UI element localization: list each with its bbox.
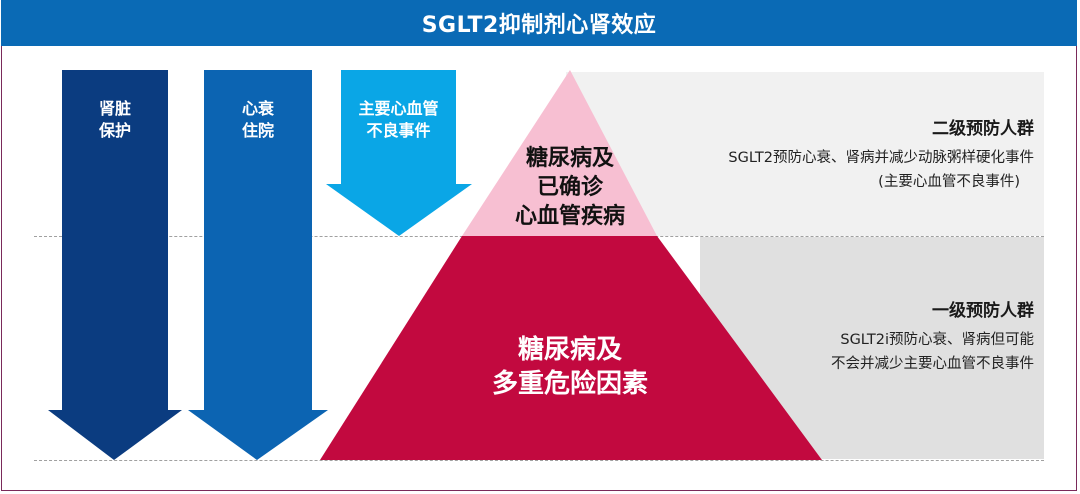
pyramid-top-label: 糖尿病及 已确诊 心血管疾病 [514,146,625,229]
pyramid-bottom-label: 糖尿病及 多重危险因素 [491,335,648,399]
arrow-heart-failure [188,70,328,460]
page-title: SGLT2抑制剂心肾效应 [421,13,657,38]
arrow-mace [326,70,472,236]
primary-prevention-desc: SGLT2i预防心衰、肾病但可能 不会并减少主要心血管不良事件 [831,332,1034,372]
secondary-prevention-desc: SGLT2预防心衰、肾病并减少动脉粥样硬化事件 (主要心血管不良事件) [728,150,1034,190]
divider-line-bottom [34,460,1044,461]
pyramid-top [462,70,657,236]
arrow-label-mace: 主要心血管 不良事件 [358,99,439,140]
secondary-prevention-panel [566,72,1044,236]
header-bar: SGLT2抑制剂心肾效应 [1,0,1077,46]
primary-prevention-title: 一级预防人群 [932,301,1034,321]
secondary-prevention-title: 二级预防人群 [932,119,1034,139]
arrow-label-heart-failure: 心衰 住院 [241,99,274,140]
arrow-label-kidney: 肾脏 保护 [98,99,131,140]
arrow-kidney-protection [48,70,182,460]
pyramid-bottom [320,236,822,460]
